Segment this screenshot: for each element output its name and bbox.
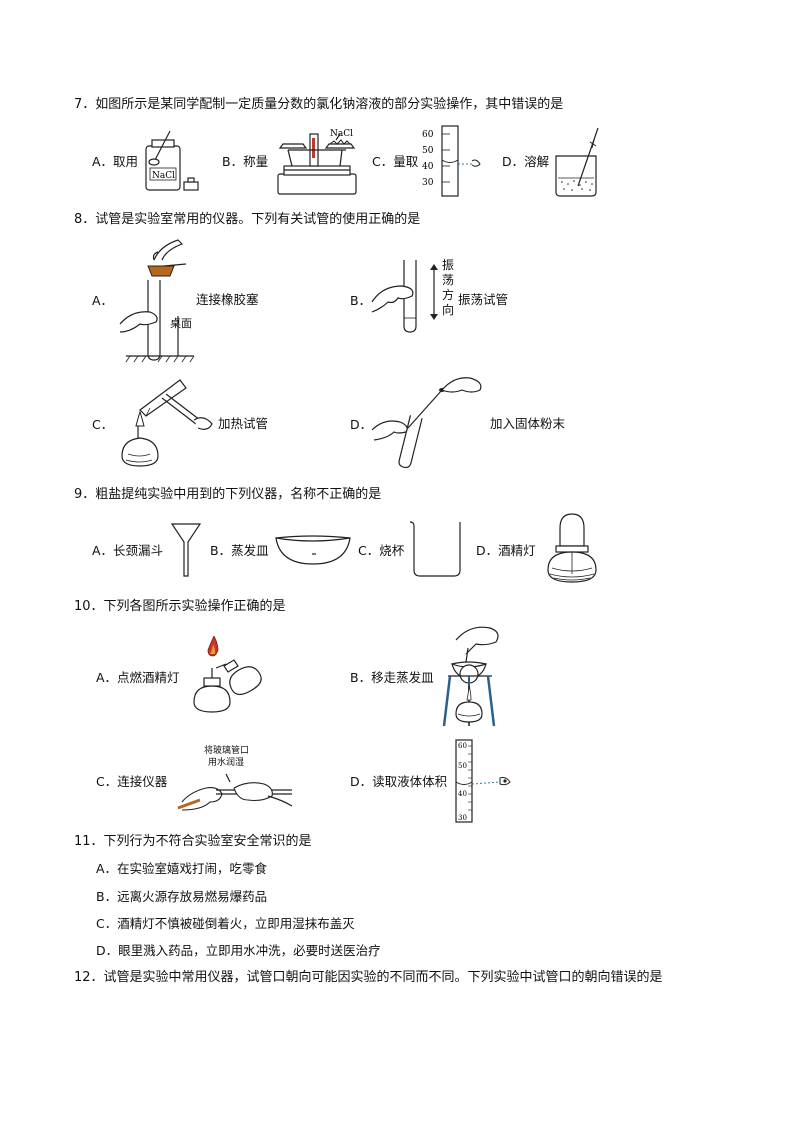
cyl-label-50: 50 — [422, 146, 434, 156]
q8-a-text: 连接橡胶塞 — [196, 292, 259, 307]
q7-option-a[interactable]: A．取用 — [92, 154, 139, 169]
q7-option-c[interactable]: C．量取 — [372, 154, 419, 169]
q11-option-d[interactable]: D．眼里溅入药品，立即用水冲洗，必要时送医治疗 — [96, 943, 381, 958]
stopper-test-tube-figure — [119, 239, 195, 363]
beaker-stirring-figure — [555, 127, 599, 197]
nacl-paper-label: NaCl — [330, 129, 353, 139]
cyl-label-30: 30 — [422, 178, 434, 188]
balance-figure: NaCl — [277, 129, 357, 195]
cyl-label-60: 60 — [422, 130, 434, 140]
wet-note-line1: 将玻璃管口 — [204, 746, 250, 756]
q8-b-text: 振荡试管 — [458, 292, 509, 307]
shake-direction-label: 振 荡 方 向 — [442, 258, 454, 318]
lamp-lighting-figure — [193, 636, 262, 713]
funnel-figure — [170, 523, 202, 577]
q8-option-c[interactable]: C． — [92, 417, 114, 432]
cyl2-label-60: 60 — [458, 742, 467, 750]
heating-tube-figure — [121, 379, 213, 467]
cyl2-label-30: 30 — [458, 814, 467, 822]
read-volume-figure: 60 50 40 30 — [455, 739, 511, 823]
q11-stem: 11．下列行为不符合实验室安全常识的是 — [74, 834, 312, 849]
q12-stem: 12．试管是实验中常用仪器，试管口朝向可能因实验的不同而不同。下列实验中试管口的… — [74, 970, 663, 985]
shake-dir-char-2: 荡 — [442, 273, 455, 287]
shake-dir-char-1: 振 — [442, 258, 455, 272]
q9-option-b[interactable]: B．蒸发皿 — [210, 543, 269, 558]
powder-spatula-figure — [371, 377, 482, 469]
cyl2-label-50: 50 — [458, 762, 467, 770]
q7-option-d[interactable]: D．溶解 — [502, 154, 550, 169]
q8-stem: 8．试管是实验室常用的仪器。下列有关试管的使用正确的是 — [74, 212, 421, 227]
q9-option-c[interactable]: C．烧杯 — [358, 543, 405, 558]
shake-dir-char-3: 方 — [442, 288, 455, 302]
q7-stem: 7．如图所示是某同学配制一定质量分数的氯化钠溶液的部分实验操作，其中错误的是 — [74, 97, 564, 112]
alcohol-lamp-figure — [547, 513, 597, 583]
q11-option-c[interactable]: C．酒精灯不慎被碰倒着火，立即用湿抹布盖灭 — [96, 916, 355, 931]
q7-option-b[interactable]: B．称量 — [222, 154, 269, 169]
q11-option-a[interactable]: A．在实验室嬉戏打闹，吃零食 — [96, 861, 268, 876]
cyl-label-40: 40 — [422, 162, 434, 172]
q10-option-d[interactable]: D．读取液体体积 — [350, 774, 448, 789]
shaking-tube-figure — [371, 260, 417, 333]
cyl2-label-40: 40 — [458, 790, 467, 798]
shake-dir-char-4: 向 — [442, 303, 455, 317]
q10-option-b[interactable]: B．移走蒸发皿 — [350, 670, 434, 685]
shake-direction-arrow — [430, 264, 438, 320]
nacl-bottle-figure: NaCl — [145, 130, 199, 191]
q10-stem: 10．下列各图所示实验操作正确的是 — [74, 599, 286, 614]
q8-option-b[interactable]: B． — [350, 293, 372, 308]
q9-stem: 9．粗盐提纯实验中用到的下列仪器，名称不正确的是 — [74, 487, 382, 502]
q11-option-b[interactable]: B．远离火源存放易燃易爆药品 — [96, 889, 268, 904]
q8-d-text: 加入固体粉末 — [490, 416, 566, 431]
beaker-figure — [409, 521, 461, 577]
evaporating-dish-figure — [275, 535, 351, 565]
q9-option-a[interactable]: A．长颈漏斗 — [92, 543, 164, 558]
q9-option-d[interactable]: D．酒精灯 — [476, 543, 536, 558]
q8-option-d[interactable]: D． — [350, 417, 373, 432]
q8-c-text: 加热试管 — [218, 416, 269, 431]
connect-tubing-figure — [177, 773, 293, 811]
q8-option-a[interactable]: A． — [92, 293, 114, 308]
nacl-bottle-label: NaCl — [152, 171, 175, 181]
move-evaporating-dish-figure — [442, 626, 499, 727]
graduated-cylinder-figure: 60 50 40 30 — [422, 125, 481, 197]
q10-option-a[interactable]: A．点燃酒精灯 — [96, 670, 180, 685]
q8-a-desk-label: 桌面 — [170, 317, 192, 330]
wet-note-line2: 用水润湿 — [208, 758, 245, 768]
q10-option-c[interactable]: C．连接仪器 — [96, 774, 168, 789]
